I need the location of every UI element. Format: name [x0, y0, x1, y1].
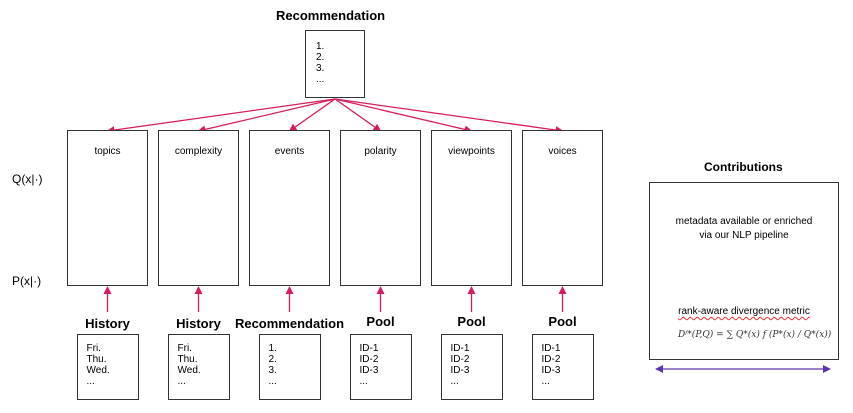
arrow-rec-to-viewpoints	[334, 98, 473, 134]
category-title-complexity: complexity	[174, 146, 223, 157]
category-box-topics	[67, 130, 148, 286]
histograms-layer	[80, 173, 590, 279]
category-box-complexity	[158, 130, 239, 286]
category-box-voices	[522, 130, 603, 286]
contrib-text2: via our NLP pipeline	[699, 230, 789, 241]
source-label-polarity: Pool	[366, 314, 395, 329]
source-list-box-polarity: ID-1 ID-2 ID-3 ...	[349, 334, 412, 400]
category-title-topics: topics	[94, 146, 121, 157]
category-box-polarity	[340, 130, 421, 286]
p-label: P(x|·)	[12, 274, 42, 288]
source-list-box-topics: Fri. Thu. Wed. ...	[76, 334, 139, 400]
source-list-box-voices: ID-1 ID-2 ID-3 ...	[531, 334, 594, 400]
source-label-topics: History	[85, 316, 130, 331]
arrow-rec-to-events	[288, 98, 336, 132]
source-list-voices: ID-1 ID-2 ID-3 ...	[541, 343, 561, 387]
top-list: 1. 2. 3. ...	[316, 41, 325, 85]
source-list-topics: Fri. Thu. Wed. ...	[86, 343, 110, 387]
source-list-polarity: ID-1 ID-2 ID-3 ...	[359, 343, 379, 387]
arrow-rec-to-topics	[106, 98, 336, 134]
source-label-complexity: History	[176, 316, 221, 331]
source-list-viewpoints: ID-1 ID-2 ID-3 ...	[450, 343, 470, 387]
q-label: Q(x|·)	[12, 172, 43, 186]
top-title: Recommendation	[276, 8, 386, 23]
arrow-rec-to-complexity	[197, 98, 336, 134]
contributions-box	[649, 182, 839, 360]
arrow-rec-to-polarity	[334, 98, 382, 132]
source-list-box-complexity: Fri. Thu. Wed. ...	[167, 334, 230, 400]
contrib-text1: metadata available or enriched	[675, 216, 813, 227]
source-list-box-viewpoints: ID-1 ID-2 ID-3 ...	[440, 334, 503, 400]
contributions-title: Contributions	[704, 160, 783, 174]
arrow-rec-to-voices	[334, 98, 564, 134]
category-box-events	[249, 130, 330, 286]
source-list-box-events: 1. 2. 3. ...	[258, 334, 321, 400]
contrib-text3: rank-aware divergence metric	[649, 306, 839, 317]
category-box-viewpoints	[431, 130, 512, 286]
category-title-viewpoints: viewpoints	[448, 146, 495, 157]
category-title-events: events	[274, 146, 305, 157]
source-label-events: Recommendation	[234, 316, 345, 331]
divergence-formula: Dᶠ*(P,Q) = ∑ Q*(x) f (P*(x) / Q*(x))	[678, 330, 832, 340]
source-list-complexity: Fri. Thu. Wed. ...	[177, 343, 201, 387]
category-title-voices: voices	[548, 146, 577, 157]
category-title-polarity: polarity	[364, 146, 397, 157]
source-label-viewpoints: Pool	[457, 314, 486, 329]
contrib-text3-span: rank-aware divergence metric	[678, 306, 810, 317]
source-list-events: 1. 2. 3. ...	[268, 343, 277, 387]
source-label-voices: Pool	[548, 314, 577, 329]
top-recommendation-box: 1. 2. 3. ...	[305, 30, 365, 98]
